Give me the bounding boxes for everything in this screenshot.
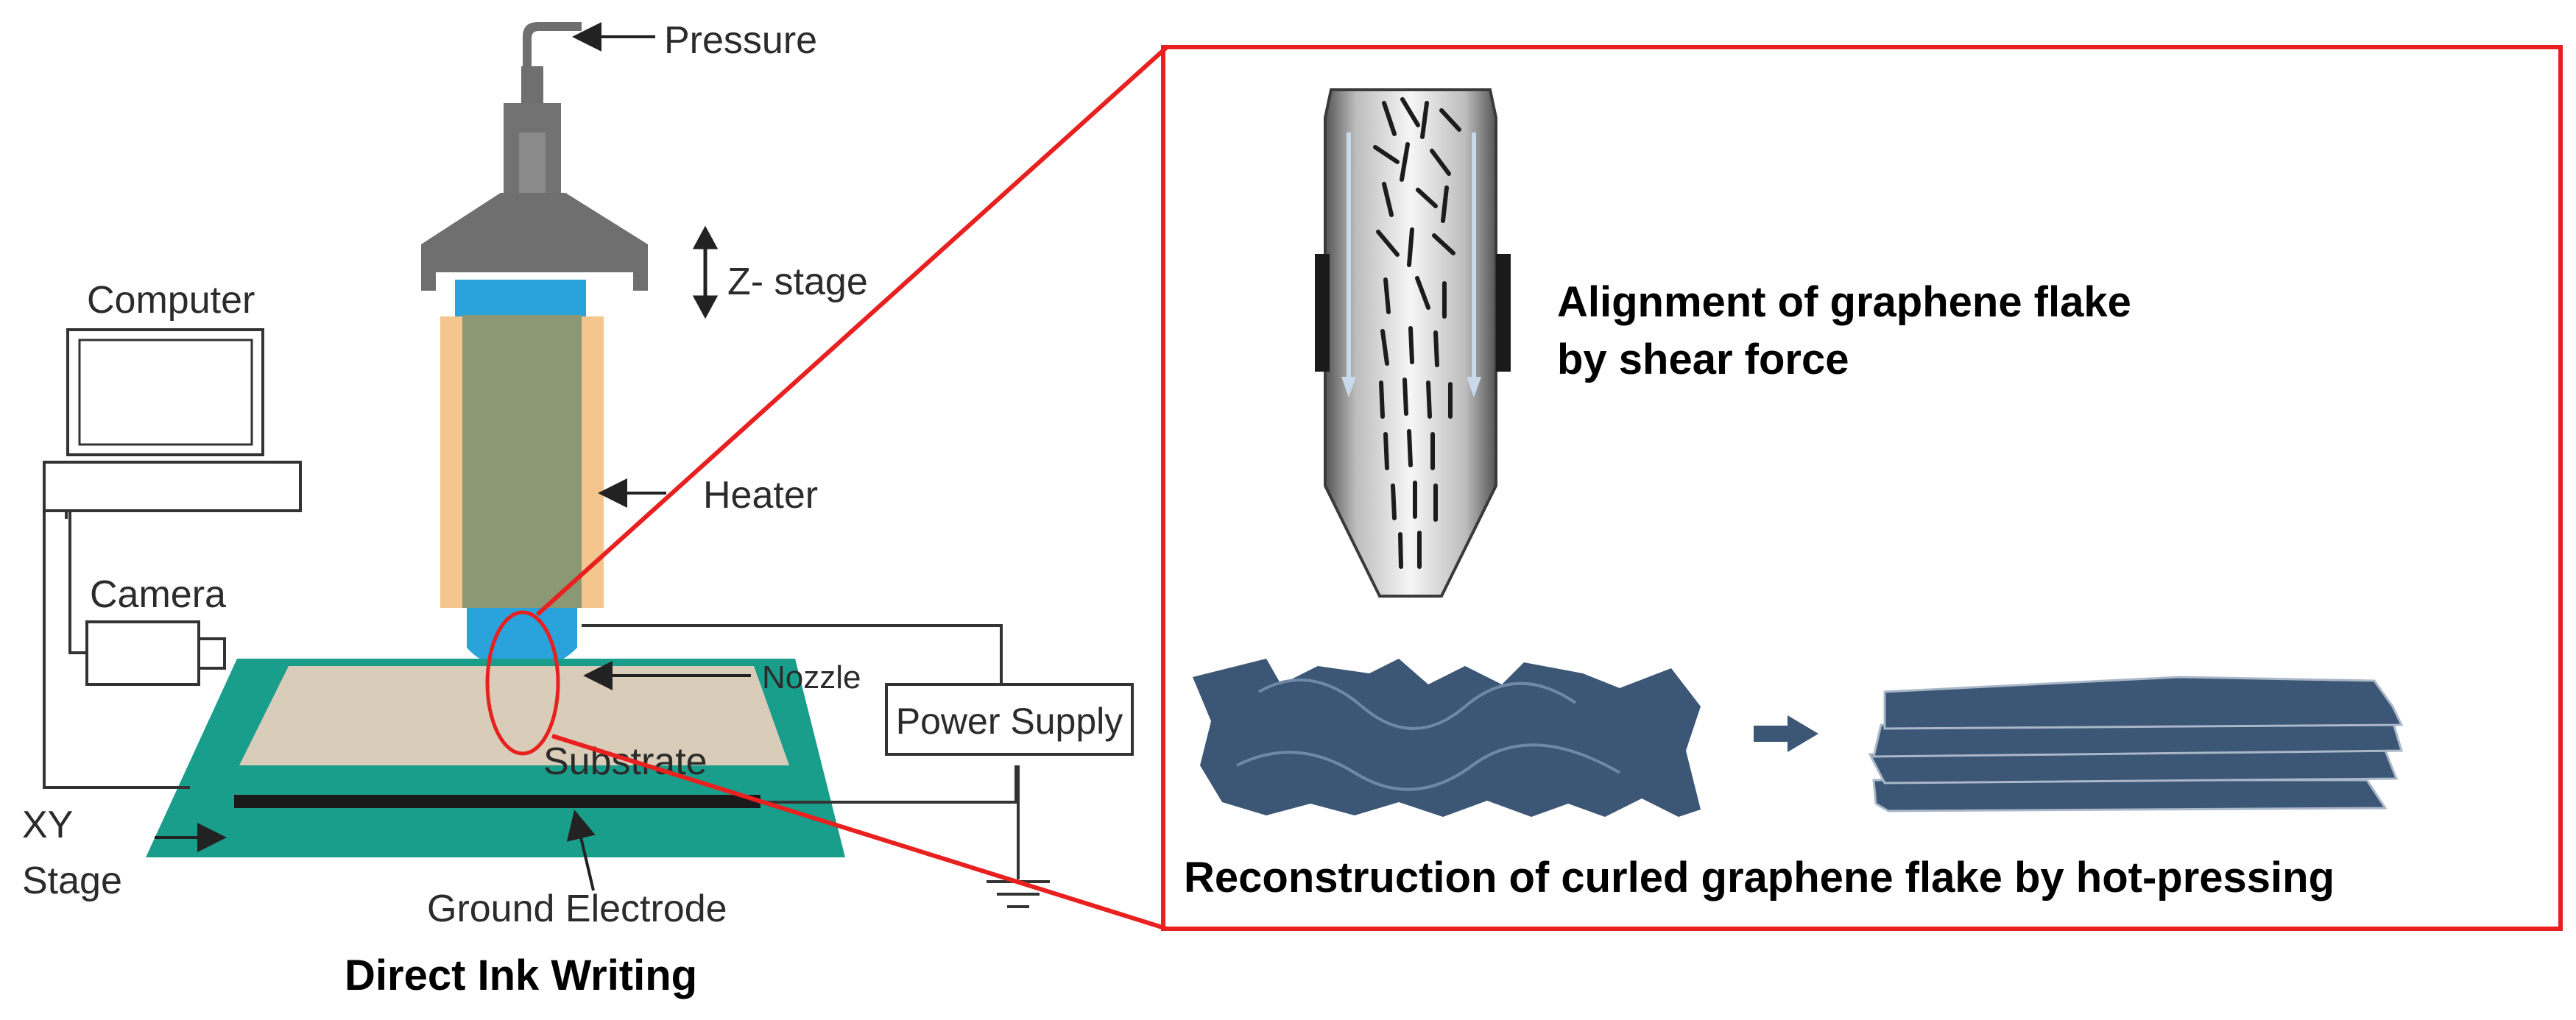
leader-lines: [155, 22, 751, 891]
camera-lens: [197, 637, 226, 670]
direct-ink-writing-caption: Direct Ink Writing: [345, 952, 697, 999]
z-stage-mount: [421, 193, 648, 259]
stacked-graphene-flakes: [1868, 676, 2404, 812]
alignment-text-line2: by shear force: [1557, 336, 1849, 383]
double-arrow-icon: [692, 225, 719, 319]
computer-label: Computer: [87, 279, 255, 322]
nozzle-label: Nozzle: [762, 659, 861, 695]
ground-electrode-strip: [234, 795, 761, 808]
pressure-tube: [523, 22, 582, 70]
computer-base: [43, 461, 302, 512]
syringe-body: [462, 315, 582, 608]
reconstruction-text: Reconstruction of curled graphene flake …: [1184, 854, 2335, 902]
pressure-label: Pressure: [664, 19, 817, 62]
z-stage-label: Z- stage: [727, 261, 868, 303]
curled-graphene-flakes: [1193, 659, 1701, 817]
heater-label: Heater: [703, 474, 818, 517]
nozzle-cross-section: [1315, 88, 1511, 598]
graphene-flakes: [1373, 97, 1461, 569]
xy-stage-label-line1: XY: [22, 804, 73, 846]
wiring: [43, 511, 1020, 879]
ground-electrode-label: Ground Electrode: [427, 888, 727, 930]
substrate-plate: [239, 666, 789, 765]
arrow-right-icon: [1754, 715, 1818, 752]
camera-label: Camera: [90, 573, 226, 616]
camera-body: [85, 620, 200, 686]
syringe-blue-cap: [455, 280, 586, 319]
printer-apparatus: Power Supply Pressure Z- stage Computer …: [22, 19, 1134, 999]
nozzle-clamp-left: [1315, 254, 1330, 372]
xy-stage-label-line2: Stage: [22, 860, 122, 902]
nozzle-highlight-ellipse: [485, 610, 560, 756]
magnification-callout: [485, 45, 2563, 931]
power-supply-box: [885, 683, 1134, 756]
power-supply-label: Power Supply: [896, 701, 1123, 742]
detail-panel-border: [1161, 45, 2563, 931]
nozzle-clamp-right: [1496, 254, 1511, 372]
alignment-text-line1: Alignment of graphene flake: [1557, 278, 2131, 326]
detail-panel: Alignment of graphene flake by shear for…: [1184, 88, 2404, 902]
ground-symbol-icon: [987, 880, 1050, 908]
